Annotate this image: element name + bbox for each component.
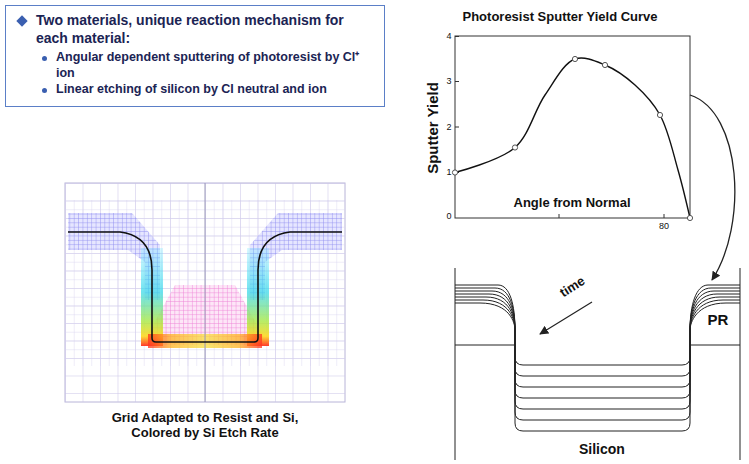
yield-curve bbox=[455, 58, 690, 218]
profile-curve bbox=[455, 291, 740, 387]
time-label: time bbox=[556, 273, 587, 300]
bullet-box: Two materials, unique reaction mechanism… bbox=[5, 5, 385, 107]
bullet-text: Linear etching of silicon by Cl neutral … bbox=[56, 82, 327, 98]
data-point bbox=[452, 170, 457, 175]
bullet-heading: Two materials, unique reaction mechanism… bbox=[16, 12, 374, 47]
yield-chart bbox=[452, 36, 692, 221]
bullet-text: Two materials, unique reaction mechanism… bbox=[36, 12, 374, 47]
bullet-text: Angular dependent sputtering of photores… bbox=[56, 50, 374, 81]
figure-caption: Grid Adapted to Resist and Si, Colored b… bbox=[88, 410, 323, 441]
profile-curve bbox=[455, 300, 740, 420]
axis-title: Angle from Normal bbox=[514, 195, 631, 211]
material-label: PR bbox=[708, 311, 729, 329]
tick-label: 80 bbox=[659, 221, 669, 232]
tick-label: 4 bbox=[447, 31, 452, 42]
tick-label: 3 bbox=[447, 76, 452, 87]
chart-title: Photoresist Sputter Yield Curve bbox=[463, 9, 658, 25]
data-point bbox=[572, 56, 577, 61]
material-label: Silicon bbox=[579, 441, 625, 458]
tick-label: 0 bbox=[447, 211, 452, 222]
profile-curve bbox=[455, 288, 740, 376]
sub-bullet: Linear etching of silicon by Cl neutral … bbox=[42, 82, 374, 98]
profile-curve bbox=[455, 303, 740, 431]
dot-bullet bbox=[42, 56, 47, 61]
data-point bbox=[602, 62, 607, 67]
sub-bullet: Angular dependent sputtering of photores… bbox=[42, 50, 374, 81]
dot-bullet bbox=[42, 88, 47, 93]
data-point bbox=[657, 112, 662, 117]
etch-profile bbox=[455, 268, 740, 460]
pointer-arrow bbox=[690, 95, 735, 280]
tick-label: 1 bbox=[447, 167, 452, 178]
axis-title: Sputter Yield bbox=[424, 82, 442, 174]
tick-label: 2 bbox=[447, 122, 452, 133]
diamond-bullet bbox=[16, 15, 27, 26]
data-point bbox=[512, 145, 517, 150]
grid-illustration bbox=[65, 183, 345, 402]
data-point bbox=[687, 215, 692, 220]
